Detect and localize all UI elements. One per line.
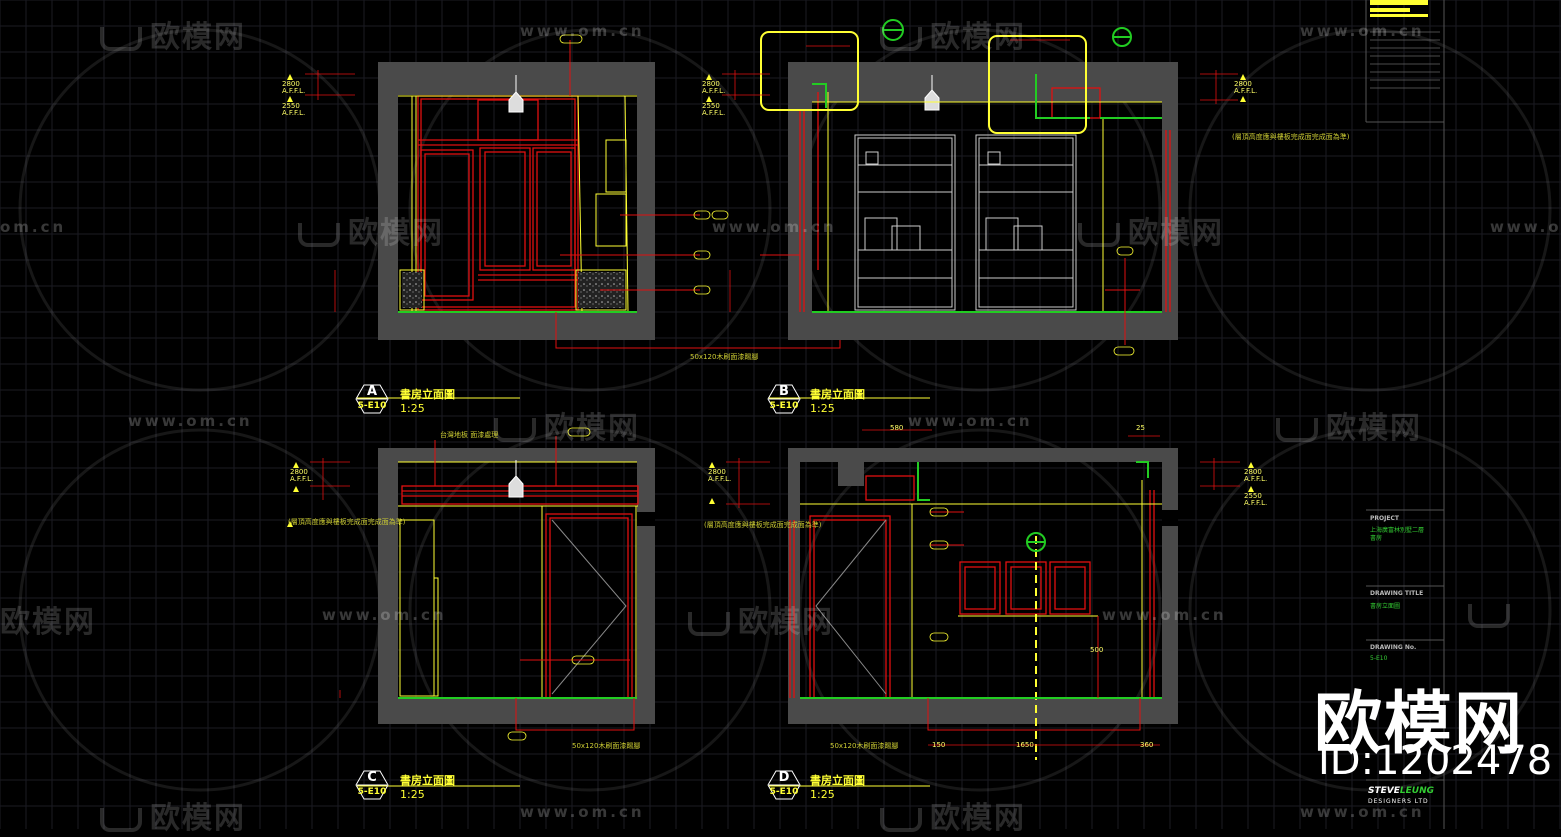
tb-drawing-title-value: 書房立面圖 bbox=[1370, 603, 1401, 610]
watermark-url: www.om.cn bbox=[1300, 803, 1425, 821]
level-label: A.F.F.L. bbox=[290, 475, 314, 483]
watermark-url: www.om.cn bbox=[712, 218, 837, 236]
elevation-b-code: 5-E10 bbox=[769, 401, 799, 411]
watermark-brand: 欧模网 bbox=[880, 793, 1026, 837]
elevation-d-title: 書房立面圖 bbox=[810, 774, 865, 787]
level-label: A.F.F.L. bbox=[708, 475, 732, 483]
watermark-url: www.om.cn bbox=[908, 412, 1033, 430]
watermark-url: www.om.cn bbox=[1490, 218, 1561, 236]
elevation-b-title: 書房立面圖 bbox=[810, 388, 865, 401]
level-markers bbox=[287, 74, 1254, 527]
level-label: A.F.F.L. bbox=[282, 109, 306, 117]
elevation-c bbox=[378, 436, 655, 731]
elevation-c-title: 書房立面圖 bbox=[400, 774, 455, 787]
watermark-brand bbox=[1468, 597, 1518, 632]
level-label: 2800 bbox=[708, 468, 726, 476]
skirting-note: 50x120木刷面漆踢腳 bbox=[830, 742, 899, 750]
tb-project-label: PROJECT bbox=[1370, 515, 1399, 522]
elevation-d-scale: 1:25 bbox=[810, 788, 835, 801]
title-block bbox=[1365, 0, 1445, 829]
title-block-logo bbox=[1370, 0, 1428, 17]
ceiling-note: (層頂高度應與樓板完成面完成面為準) bbox=[288, 518, 406, 526]
tb-drawing-no-label: DRAWING No. bbox=[1370, 644, 1417, 651]
ceiling-note: (層頂高度應與樓板完成面完成面為準) bbox=[1232, 133, 1350, 141]
designer-logo: STEVELEUNG bbox=[1368, 786, 1435, 796]
level-label: A.F.F.L. bbox=[702, 109, 726, 117]
overlay-id: ID:1202478 bbox=[1318, 738, 1553, 784]
watermark-brand: 欧模网 bbox=[1276, 403, 1422, 447]
level-label: A.F.F.L. bbox=[1244, 475, 1268, 483]
watermark-brand: 欧模网 bbox=[0, 605, 96, 640]
level-label: A.F.F.L. bbox=[282, 87, 306, 95]
elevation-b bbox=[760, 31, 1178, 345]
watermark-brand: 欧模网 bbox=[1078, 208, 1224, 252]
level-label: 2550 bbox=[702, 102, 720, 110]
level-label: A.F.F.L. bbox=[1244, 499, 1268, 507]
dimension-lines bbox=[305, 39, 1240, 746]
elevation-d-letter: D bbox=[778, 770, 790, 785]
tb-drawing-no-value: 5-E10 bbox=[1370, 655, 1388, 662]
watermark-brand: 欧模网 bbox=[688, 597, 834, 641]
watermark-url: www.om.cn bbox=[128, 412, 253, 430]
elevation-a-scale: 1:25 bbox=[400, 402, 425, 415]
level-label: 2800 bbox=[282, 80, 300, 88]
dimension-value: 500 bbox=[1090, 646, 1104, 654]
callout-tags bbox=[507, 34, 1135, 741]
dimension-value: 25 bbox=[1136, 424, 1145, 432]
dimension-value: 580 bbox=[890, 424, 904, 432]
title-block-lines bbox=[1370, 31, 1440, 89]
watermark-circles bbox=[18, 28, 1552, 792]
watermark-url: www.om.cn bbox=[322, 606, 447, 624]
level-label: 2550 bbox=[282, 102, 300, 110]
tb-project-value-2: 書房 bbox=[1370, 535, 1383, 542]
title-underlines bbox=[356, 397, 930, 787]
elevation-a-code: 5-E10 bbox=[357, 401, 387, 411]
level-label: A.F.F.L. bbox=[1234, 87, 1258, 95]
watermark-brand: 欧模网 bbox=[880, 12, 1026, 56]
elevation-c-code: 5-E10 bbox=[357, 787, 387, 797]
watermark-brand: 欧模网 bbox=[100, 12, 246, 56]
dimension-value: 150 bbox=[932, 741, 946, 749]
section-markers bbox=[882, 19, 1132, 552]
skirting-note: 50x120木刷面漆踢腳 bbox=[690, 353, 759, 361]
watermark-url: www.om.cn bbox=[520, 22, 645, 40]
level-label: A.F.F.L. bbox=[702, 87, 726, 95]
elevation-b-scale: 1:25 bbox=[810, 402, 835, 415]
elevation-b-letter: B bbox=[779, 384, 789, 399]
level-label: 2800 bbox=[702, 80, 720, 88]
watermark-brand: 欧模网 bbox=[298, 208, 444, 252]
watermark-url: www.om.cn bbox=[1102, 606, 1227, 624]
elevation-a-title: 書房立面圖 bbox=[400, 388, 455, 401]
level-label: 2550 bbox=[1244, 492, 1262, 500]
elevation-d-code: 5-E10 bbox=[769, 787, 799, 797]
elevation-c-letter: C bbox=[367, 770, 377, 785]
overlay-brand: 欧模网 bbox=[1314, 685, 1525, 764]
elevation-d bbox=[788, 448, 1178, 760]
watermark-url: www.om.cn bbox=[1300, 22, 1425, 40]
elevation-hex-markers bbox=[355, 384, 801, 800]
dimension-value: 360 bbox=[1140, 741, 1154, 749]
ceiling-note: (層頂高度應與樓板完成面完成面為準) bbox=[704, 521, 822, 529]
level-label: 2800 bbox=[1234, 80, 1252, 88]
elevation-a-letter: A bbox=[366, 384, 378, 399]
level-label: 2800 bbox=[1244, 468, 1262, 476]
watermark-brand: 欧模网 bbox=[100, 793, 246, 837]
plank-note: 台灣地板 面漆處理 bbox=[440, 431, 499, 439]
tb-project-value: 上海廣富林別墅二層 bbox=[1370, 527, 1425, 534]
watermark-url: om.cn bbox=[0, 218, 67, 236]
level-label: 2800 bbox=[290, 468, 308, 476]
watermark-url: www.om.cn bbox=[520, 803, 645, 821]
elevation-c-scale: 1:25 bbox=[400, 788, 425, 801]
elevation-a bbox=[378, 40, 841, 349]
tb-drawing-title-label: DRAWING TITLE bbox=[1370, 590, 1424, 597]
skirting-note: 50x120木刷面漆踢腳 bbox=[572, 742, 641, 750]
watermark-brand: 欧模网 bbox=[494, 403, 640, 447]
designer-subtitle: DESIGNERS LTD bbox=[1368, 798, 1429, 805]
dimension-value: 1650 bbox=[1016, 741, 1034, 749]
